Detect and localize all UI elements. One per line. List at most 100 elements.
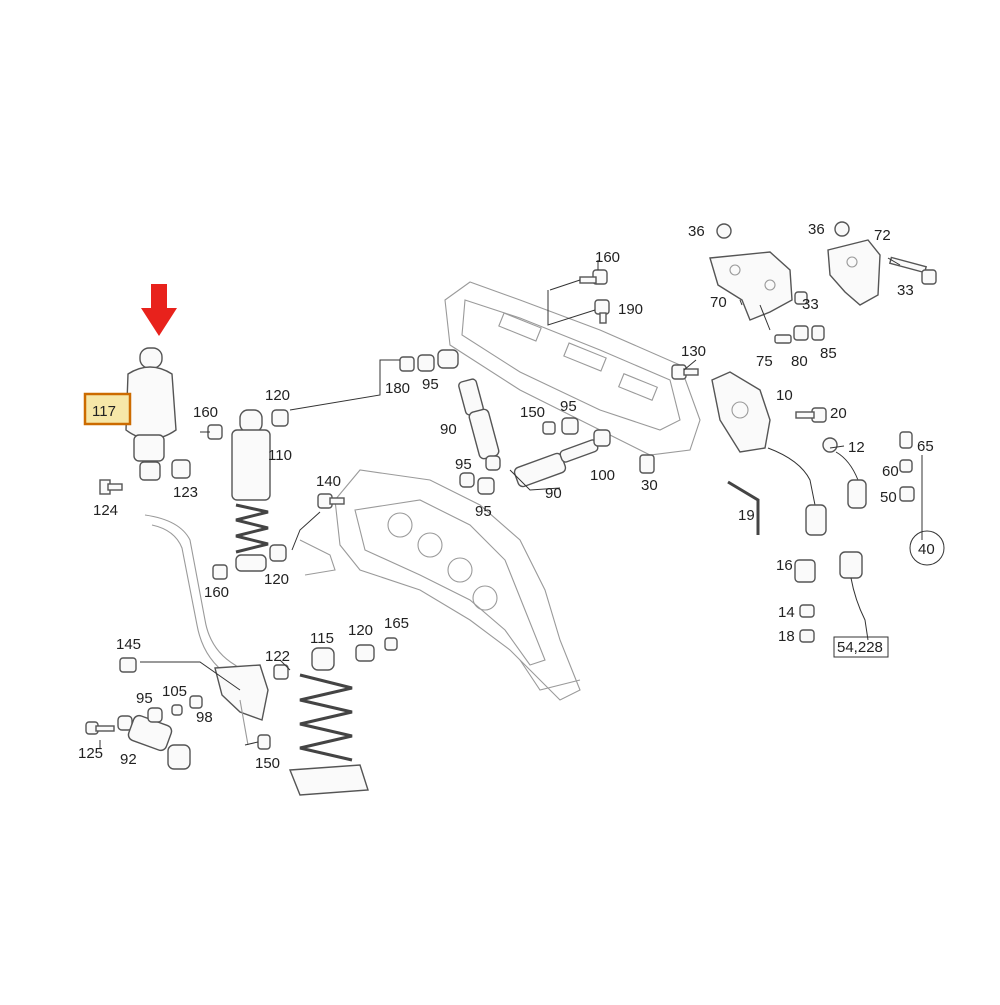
red-arrow-icon xyxy=(141,284,177,336)
leader-lines xyxy=(99,257,923,748)
callout-60: 60 xyxy=(882,463,899,480)
callout-65: 65 xyxy=(917,438,934,455)
bushing-122 xyxy=(273,664,289,680)
callout-98: 98 xyxy=(196,709,213,726)
callout-124: 124 xyxy=(93,502,118,519)
connector-10 xyxy=(767,447,827,536)
bolt-150b xyxy=(257,734,271,750)
bushing-123 xyxy=(171,459,191,479)
bushing-120a xyxy=(271,409,289,427)
callout-95: 95 xyxy=(136,690,153,707)
bolt-145 xyxy=(119,657,137,673)
nut-160c xyxy=(212,564,228,580)
bolt-30 xyxy=(639,454,655,474)
callout-85: 85 xyxy=(820,345,837,362)
callout-90: 90 xyxy=(440,421,457,438)
callout-10: 10 xyxy=(776,387,793,404)
callout-40: 40 xyxy=(918,541,935,558)
damper-90a xyxy=(458,378,501,471)
bushing-95b xyxy=(561,417,579,435)
part-80 xyxy=(793,325,809,341)
part-85 xyxy=(811,325,825,341)
callout-92: 92 xyxy=(120,751,137,768)
damper-90b xyxy=(513,429,611,488)
bracket-10 xyxy=(711,371,771,453)
callout-120: 120 xyxy=(264,571,289,588)
chassis-frame xyxy=(299,281,701,701)
callout-12: 12 xyxy=(848,439,865,456)
callout-30: 30 xyxy=(641,477,658,494)
callout-95: 95 xyxy=(560,398,577,415)
hex-key-19 xyxy=(727,480,760,535)
bolt-160a xyxy=(579,269,608,285)
callout-18: 18 xyxy=(778,628,795,645)
callout-19: 19 xyxy=(738,507,755,524)
bushing-95d xyxy=(477,477,495,495)
connector-16 xyxy=(794,559,816,583)
callout-36: 36 xyxy=(808,221,825,238)
sensor-14-18 xyxy=(799,604,815,643)
nut-160b xyxy=(207,424,223,440)
coil-spring-115 xyxy=(288,647,369,796)
callout-140: 140 xyxy=(316,473,341,490)
callout-72: 72 xyxy=(874,227,891,244)
bushing-180 xyxy=(399,356,415,372)
bracket-lower-left xyxy=(214,664,269,746)
bolt-190 xyxy=(594,299,610,324)
callout-110: 110 xyxy=(268,447,292,464)
bushing-120c xyxy=(355,644,375,662)
coilover-shock-110 xyxy=(231,409,271,572)
callout-115: 115 xyxy=(310,630,334,647)
callout-100: 100 xyxy=(590,467,615,484)
callout-120: 120 xyxy=(265,387,290,404)
label-117: 117 xyxy=(92,403,116,420)
callout-120: 120 xyxy=(348,622,373,639)
callout-14: 14 xyxy=(778,604,795,621)
callout-145: 145 xyxy=(116,636,141,653)
bushing-120b xyxy=(269,544,287,562)
callout-150: 150 xyxy=(255,755,280,772)
callout-123: 123 xyxy=(173,484,198,501)
bracket-70 xyxy=(709,251,793,321)
washer-98 xyxy=(189,695,203,709)
bushing-165 xyxy=(384,637,398,651)
callout-165: 165 xyxy=(384,615,409,632)
bracket-72 xyxy=(827,239,881,306)
callout-40-circle xyxy=(909,530,945,566)
parts-60-50-65 xyxy=(899,431,923,530)
bolt-125 xyxy=(85,721,115,735)
callout-130: 130 xyxy=(681,343,706,360)
callout-160: 160 xyxy=(204,584,229,601)
sensor-12 xyxy=(822,437,867,509)
washer-36b xyxy=(834,221,850,237)
highlight-box-117 xyxy=(83,392,132,426)
callout-54228: 54,228 xyxy=(837,639,883,656)
callout-33: 33 xyxy=(802,296,819,313)
callout-180: 180 xyxy=(385,380,410,397)
callout-95: 95 xyxy=(475,503,492,520)
bolt-33 xyxy=(888,256,937,285)
callout-80: 80 xyxy=(791,353,808,370)
callout-54228-box xyxy=(833,636,889,658)
callout-90: 90 xyxy=(545,485,562,502)
bolt-124 xyxy=(99,479,123,495)
washer-105 xyxy=(171,704,183,716)
bushing-95a2 xyxy=(437,349,459,369)
callout-16: 16 xyxy=(776,557,793,574)
callout-105: 105 xyxy=(162,683,187,700)
callouts: 160 190 36 36 72 70 33 33 75 80 85 130 1… xyxy=(78,221,945,772)
bushing-95e xyxy=(147,707,163,723)
nut-33 xyxy=(794,291,808,305)
callout-95: 95 xyxy=(455,456,472,473)
callout-33: 33 xyxy=(897,282,914,299)
damper-92 xyxy=(117,714,191,770)
callout-160: 160 xyxy=(595,249,620,266)
air-spring-117 xyxy=(125,347,177,481)
part-75 xyxy=(774,334,792,344)
callout-95: 95 xyxy=(422,376,439,393)
plug-54-228 xyxy=(839,551,869,641)
bushing-95a xyxy=(417,354,435,372)
bolt-140 xyxy=(317,493,345,509)
